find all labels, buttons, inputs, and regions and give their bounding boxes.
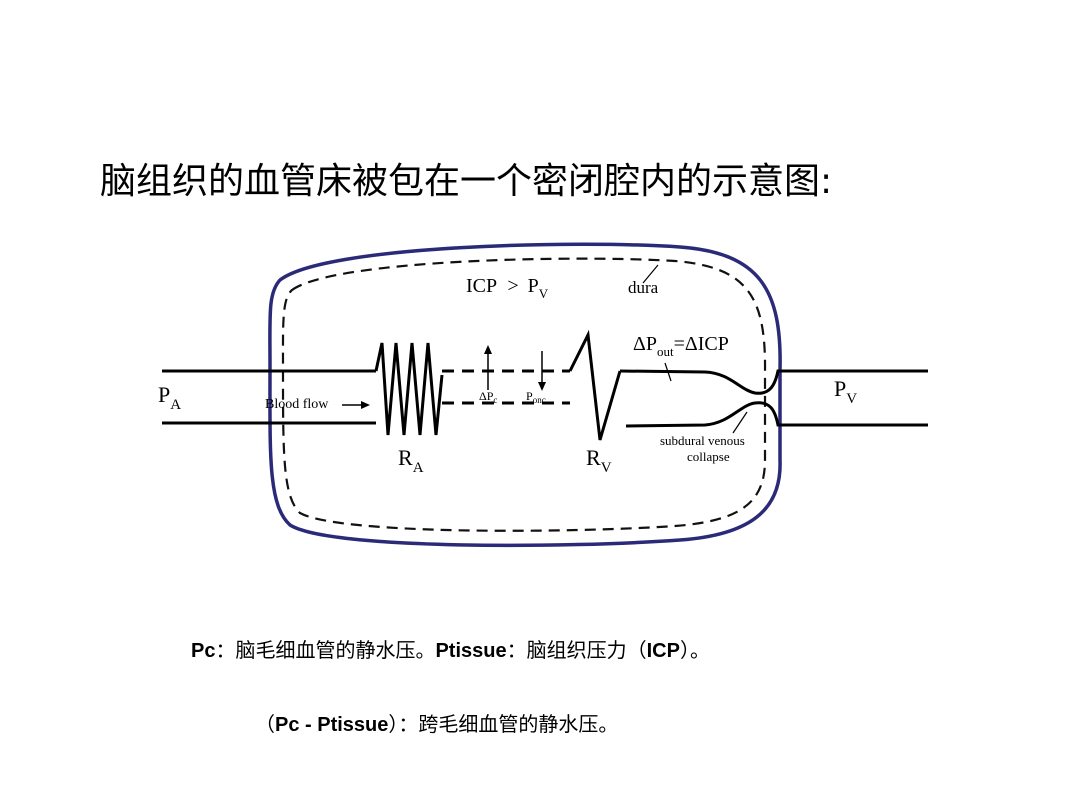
caption-close: ）。	[679, 638, 710, 662]
dura-label: dura	[628, 278, 659, 297]
vein-lower-wall	[625, 401, 928, 428]
ponc-arrowhead	[538, 382, 546, 391]
ponc-label: Ponc	[526, 389, 546, 405]
caption2-desc: ）：跨毛细血管的静水压。	[388, 712, 619, 736]
icp-compartment-diagram: ICP > PV dura ΔPout=ΔICP PA Blood flow Δ…	[158, 242, 928, 548]
caption-icp: ICP	[646, 640, 680, 662]
subdural-label-line1: subdural venous	[660, 433, 745, 448]
blood-flow-label: Blood flow	[265, 397, 329, 412]
dura-pointer	[642, 264, 659, 284]
collapse-pointer	[732, 411, 748, 434]
arterial-resistance-zigzag	[374, 342, 444, 436]
pv-right-label: PV	[834, 376, 857, 407]
venous-resistance-zigzag	[568, 329, 622, 441]
caption2-open: （	[255, 712, 275, 736]
dura-dashed-line	[281, 257, 767, 532]
caption-ptissue: Ptissue	[435, 640, 507, 662]
delta-pout-label: ΔPout=ΔICP	[633, 333, 729, 359]
pa-label: PA	[158, 382, 181, 413]
ra-label: RA	[398, 445, 424, 476]
rv-label: RV	[586, 445, 612, 476]
caption-pc: Pc	[191, 640, 216, 662]
caption-pc-desc: ：脑毛细血管的静水压。	[215, 638, 436, 662]
cavity-outline	[268, 242, 782, 548]
caption-line-1: Pc：脑毛细血管的静水压。Ptissue：脑组织压力（ICP）。	[191, 636, 710, 665]
vein-upper-wall	[619, 369, 928, 395]
caption-line-2: （Pc - Ptissue）：跨毛细血管的静水压。	[255, 710, 618, 739]
delta-pc-arrowhead	[484, 345, 492, 354]
delta-pc-label: ΔPc	[479, 389, 497, 405]
caption-ptissue-desc: ：脑组织压力（	[506, 638, 647, 662]
blood-flow-arrowhead	[361, 401, 370, 409]
icp-label: ICP > PV	[466, 275, 549, 301]
subdural-label-line2: collapse	[687, 449, 730, 464]
caption2-expr: Pc - Ptissue	[275, 714, 389, 736]
slide-title: 脑组织的血管床被包在一个密闭腔内的示意图:	[100, 161, 833, 202]
delta-pout-pointer	[664, 362, 672, 382]
